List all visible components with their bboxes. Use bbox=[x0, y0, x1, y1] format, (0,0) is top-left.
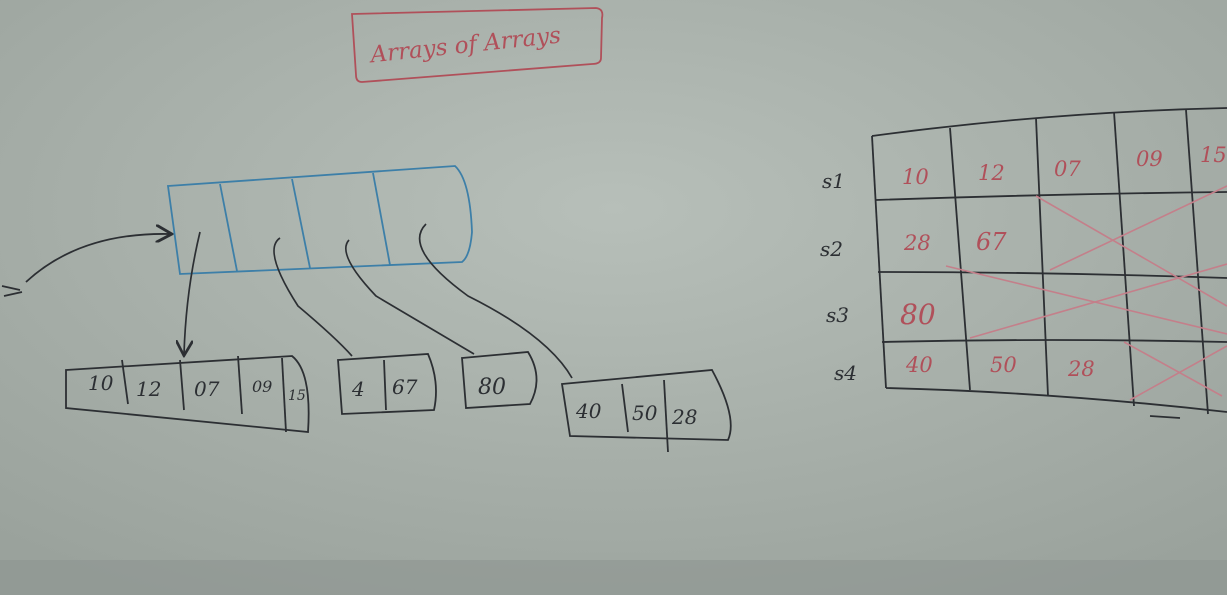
jagged-1-cell-0: 4 bbox=[351, 377, 365, 401]
matrix-row-labels: s1 s2 s3 s4 bbox=[820, 169, 857, 385]
matrix-grid bbox=[871, 107, 1227, 419]
row-label-s2: s2 bbox=[820, 237, 843, 261]
matrix-r1-c2: 12 bbox=[978, 161, 1005, 185]
jagged-array-1-values: 4 67 bbox=[351, 375, 418, 401]
matrix-r4-c3: 28 bbox=[1067, 357, 1095, 381]
row-label-s4: s4 bbox=[834, 361, 857, 385]
jagged-0-cell-2: 07 bbox=[194, 377, 220, 401]
jagged-array-1 bbox=[337, 353, 437, 415]
matrix-r3-c1: 80 bbox=[900, 298, 936, 331]
jagged-3-cell-2: 28 bbox=[671, 405, 697, 429]
jagged-0-cell-0: 10 bbox=[88, 371, 114, 395]
matrix-r1-c3: 07 bbox=[1054, 157, 1081, 181]
jagged-array-3 bbox=[560, 369, 732, 453]
jagged-array-2 bbox=[461, 351, 538, 409]
matrix-r4-c1: 40 bbox=[905, 353, 933, 377]
row-label-s3: s3 bbox=[826, 303, 849, 327]
jagged-3-cell-0: 40 bbox=[575, 399, 602, 423]
jagged-array-0-values: 10 12 07 09 15 bbox=[88, 371, 306, 404]
pointer-array bbox=[166, 165, 473, 275]
matrix-r1-c5: 15 bbox=[1200, 143, 1227, 167]
jagged-2-cell-0: 80 bbox=[478, 375, 506, 400]
jagged-1-cell-1: 67 bbox=[392, 375, 418, 399]
pointer-links bbox=[184, 223, 573, 379]
matrix-r4-c2: 50 bbox=[990, 353, 1017, 377]
jagged-array-3-values: 40 50 28 bbox=[575, 399, 697, 429]
matrix-values: 10 12 07 09 15 28 67 80 40 50 28 bbox=[900, 143, 1227, 381]
matrix-r1-c1: 10 bbox=[902, 165, 929, 189]
reference-arrow bbox=[1, 234, 170, 297]
matrix-r2-c2: 67 bbox=[976, 228, 1007, 256]
matrix-r1-c4: 09 bbox=[1136, 147, 1163, 171]
jagged-3-cell-1: 50 bbox=[632, 401, 658, 425]
matrix-r2-c1: 28 bbox=[903, 231, 931, 255]
jagged-0-cell-4: 15 bbox=[288, 388, 306, 404]
jagged-0-cell-1: 12 bbox=[136, 377, 161, 401]
jagged-0-cell-3: 09 bbox=[252, 377, 272, 396]
row-label-s1: s1 bbox=[822, 169, 845, 193]
matrix-crossouts bbox=[945, 185, 1227, 401]
jagged-array-2-values: 80 bbox=[478, 375, 506, 400]
jagged-array-0 bbox=[65, 355, 310, 433]
